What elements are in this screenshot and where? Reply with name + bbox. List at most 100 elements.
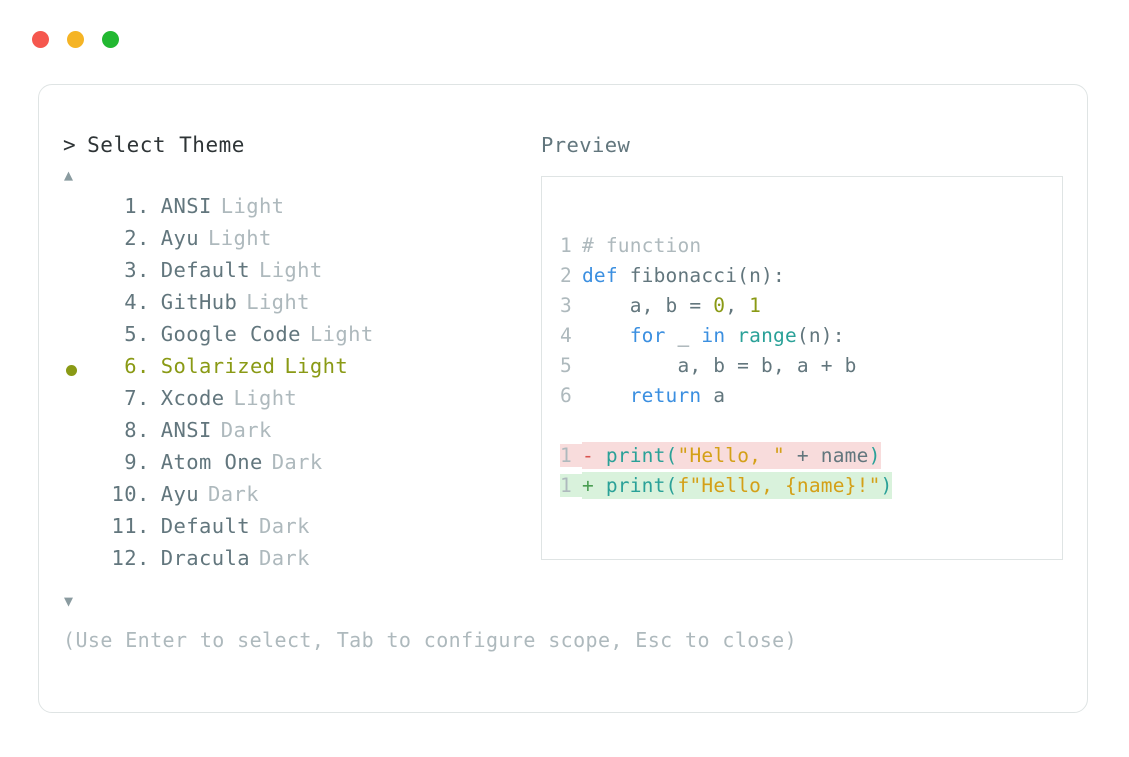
theme-item-name: Xcode (160, 386, 225, 410)
code-token: " (868, 474, 881, 497)
theme-item-number: 6 (124, 354, 137, 378)
close-button[interactable] (32, 31, 49, 48)
line-number: 5 (560, 354, 572, 377)
theme-item-name: Google Code (160, 322, 301, 346)
diff-sign: - (581, 444, 606, 467)
preview-label: Preview (541, 133, 631, 157)
theme-item-number: 10 (111, 482, 137, 506)
line-number: 1 (560, 474, 582, 497)
theme-item-number-dot: . (137, 354, 150, 378)
theme-item-variant: Light (207, 226, 272, 250)
theme-item-number-dot: . (137, 290, 150, 314)
theme-item-number-dot: . (137, 322, 150, 346)
theme-item-variant: Light (246, 290, 310, 314)
diff-line-added: 1+ print(f"Hello, {name}!") (560, 471, 1062, 501)
line-number: 1 (560, 234, 572, 257)
theme-item-number-dot: . (137, 226, 150, 250)
code-token: print (605, 474, 666, 497)
code-token: ) (868, 444, 881, 467)
minimize-button[interactable] (67, 31, 84, 48)
page-title: Select Theme (87, 133, 245, 157)
window-traffic-lights (32, 31, 119, 48)
selection-indicator-slot (63, 514, 91, 546)
theme-list-item[interactable]: 6. Solarized Light (63, 354, 533, 386)
selection-indicator-slot (63, 258, 91, 290)
theme-item-number: 5 (124, 322, 137, 346)
selection-indicator-slot (63, 418, 91, 450)
theme-item-number: 1 (124, 194, 137, 218)
code-spacer (560, 411, 1062, 441)
code-token: def (581, 264, 630, 287)
scroll-down-icon[interactable]: ▼ (64, 592, 74, 610)
code-token: a, b = (581, 294, 714, 317)
code-line: 4 for _ in range(n): (560, 321, 1062, 351)
theme-item-number-dot: . (137, 258, 150, 282)
code-token: # function (581, 234, 702, 257)
theme-item-number: 2 (124, 226, 137, 250)
code-line: 1 # function (560, 231, 1062, 261)
line-number: 3 (560, 294, 572, 317)
theme-item-number-dot: . (137, 546, 150, 570)
selection-indicator-slot (63, 194, 91, 226)
theme-item-number: 8 (124, 418, 137, 442)
diff-line-removed: 1- print("Hello, " + name) (560, 441, 1062, 471)
theme-item-number-dot: . (137, 514, 150, 538)
diff-line-content: + print(f"Hello, {name}!") (581, 472, 893, 499)
zoom-button[interactable] (102, 31, 119, 48)
theme-item-name: Default (160, 514, 250, 538)
selection-indicator-slot (63, 386, 91, 418)
code-token: + name (784, 444, 869, 467)
theme-item-variant: Light (284, 354, 349, 378)
theme-item-variant: Dark (258, 514, 310, 538)
selection-indicator-slot (63, 546, 91, 578)
theme-list-item[interactable]: 11. Default Dark (63, 514, 533, 546)
line-number: 4 (560, 324, 572, 347)
theme-item-variant: Dark (258, 546, 310, 570)
scroll-up-icon[interactable]: ▲ (64, 166, 74, 184)
code-token: 1 (749, 294, 762, 317)
theme-item-variant: Dark (220, 418, 272, 442)
theme-item-name: Solarized (160, 354, 276, 378)
code-token: "Hello, " (677, 444, 785, 467)
code-token: ) (880, 474, 893, 497)
code-token: for (629, 324, 666, 347)
theme-item-variant: Dark (271, 450, 323, 474)
theme-item-number-dot: . (137, 386, 150, 410)
line-number: 1 (560, 444, 582, 467)
theme-item-variant: Light (220, 194, 285, 218)
code-token: a (701, 384, 726, 407)
theme-item-number-dot: . (137, 450, 150, 474)
code-token: return (629, 384, 702, 407)
code-line: 6 return a (560, 381, 1062, 411)
line-number: 2 (560, 264, 572, 287)
selection-indicator-slot (63, 322, 91, 354)
code-token: _ (665, 324, 702, 347)
theme-item-name: ANSI (160, 194, 212, 218)
theme-item-name: Default (160, 258, 250, 282)
selection-indicator-slot (63, 290, 91, 322)
code-token: print (605, 444, 666, 467)
theme-item-variant: Light (258, 258, 323, 282)
selection-indicator-slot (63, 450, 91, 482)
theme-item-number-dot: . (137, 418, 150, 442)
code-token (582, 324, 630, 347)
theme-item-variant: Dark (207, 482, 259, 506)
theme-item-name: Dracula (160, 546, 250, 570)
theme-item-number: 11 (111, 514, 137, 538)
code-token: , (725, 294, 750, 317)
